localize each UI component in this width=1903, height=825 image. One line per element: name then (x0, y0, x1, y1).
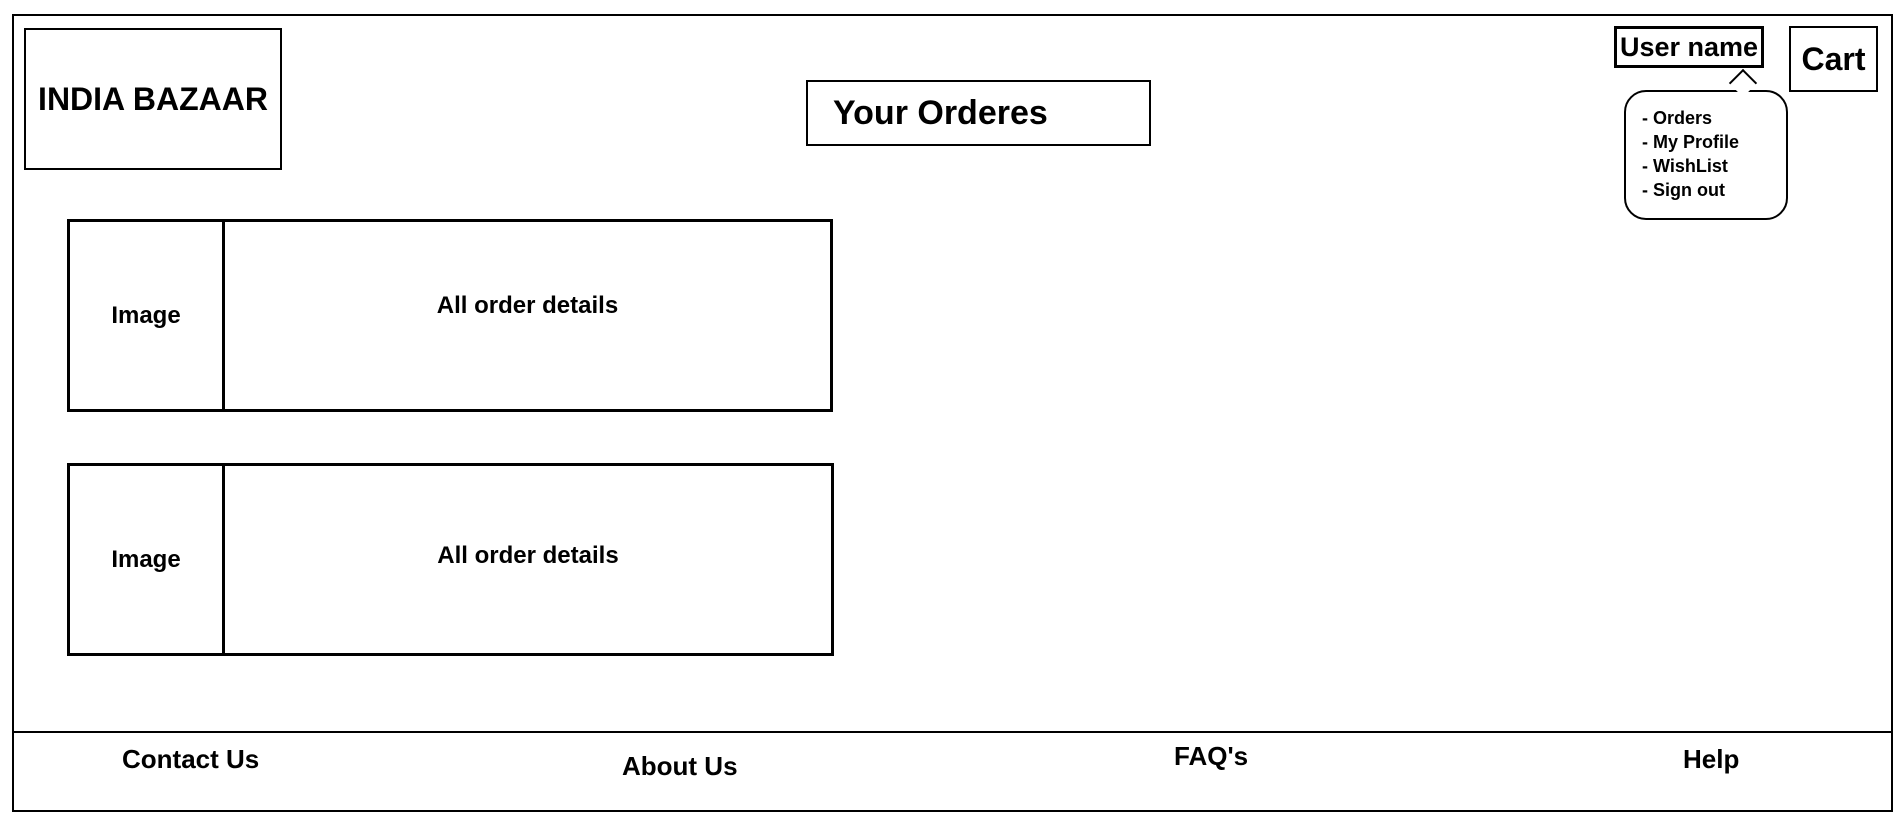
page-title-text: Your Orderes (833, 93, 1048, 132)
menu-item-wishlist[interactable]: - WishList (1642, 156, 1728, 176)
order-image-placeholder: Image (70, 222, 225, 409)
order-details-label: All order details (436, 292, 619, 319)
order-card[interactable]: Image All order details (67, 463, 834, 656)
footer-link-contact-us[interactable]: Contact Us (122, 744, 260, 774)
page-title: Your Orderes (806, 80, 1151, 146)
order-details[interactable]: All order details (225, 466, 831, 653)
footer-link-help[interactable]: Help (1683, 744, 1740, 774)
menu-item-sign-out[interactable]: - Sign out (1642, 180, 1725, 200)
order-details[interactable]: All order details (225, 222, 830, 409)
user-name-label: User name (1619, 31, 1759, 62)
page-frame (12, 14, 1893, 812)
menu-item-orders[interactable]: - Orders (1642, 108, 1713, 128)
cart-button[interactable]: Cart (1789, 26, 1878, 92)
user-name-button[interactable]: User name (1614, 26, 1764, 68)
menu-item-my-profile[interactable]: - My Profile (1642, 132, 1740, 152)
footer-link-about-us[interactable]: About Us (622, 751, 738, 781)
cart-label: Cart (1801, 40, 1866, 77)
site-logo[interactable]: INDIA BAZAAR (24, 28, 282, 170)
user-menu-dropdown: - Orders - My Profile - WishList - Sign … (1624, 90, 1788, 220)
footer-divider (12, 731, 1893, 733)
order-image-placeholder: Image (70, 466, 225, 653)
footer-link-faqs[interactable]: FAQ's (1174, 741, 1249, 771)
order-details-label: All order details (437, 542, 619, 569)
order-image-label: Image (111, 301, 181, 329)
order-image-label: Image (111, 545, 181, 573)
logo-text: INDIA BAZAAR (38, 80, 268, 117)
order-card[interactable]: Image All order details (67, 219, 833, 412)
